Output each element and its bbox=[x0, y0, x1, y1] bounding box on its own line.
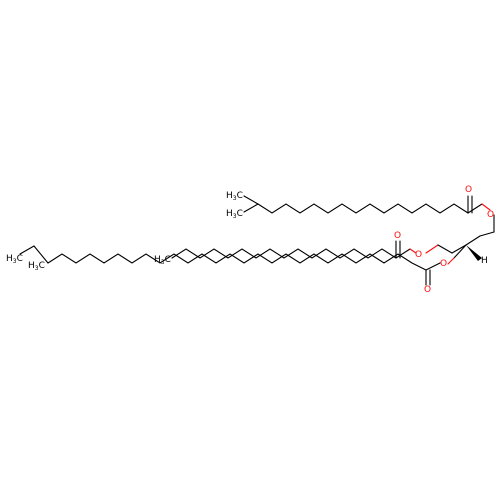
oxygen-label-top-ester: O bbox=[487, 210, 494, 220]
methyl-label-top-1: H3C bbox=[226, 191, 243, 202]
glycerol-backbone bbox=[437, 231, 495, 265]
top-acyl-chain bbox=[243, 195, 495, 233]
oxygen-label-bottom-carbonyl: O bbox=[424, 285, 431, 295]
bottom-acyl-chain bbox=[19, 245, 441, 286]
oxygen-label-middle-ester: O bbox=[415, 250, 422, 260]
oxygen-label-bottom-ester: O bbox=[440, 259, 447, 269]
methyl-label-bottom-2: H3C bbox=[28, 261, 45, 272]
methyl-label-middle: H3C bbox=[154, 255, 171, 266]
oxygen-label-middle-carbonyl: O bbox=[394, 231, 401, 241]
hydrogen-label-stereocenter: H bbox=[481, 256, 488, 266]
middle-acyl-chain bbox=[171, 240, 439, 259]
oxygen-label-top-carbonyl: O bbox=[465, 185, 472, 195]
methyl-label-top-2: H3C bbox=[226, 209, 243, 220]
methyl-label-bottom-1: H3C bbox=[6, 254, 23, 265]
atom-labels: O O O O O O H H3C H3C H3C H3C H3C bbox=[6, 185, 494, 295]
